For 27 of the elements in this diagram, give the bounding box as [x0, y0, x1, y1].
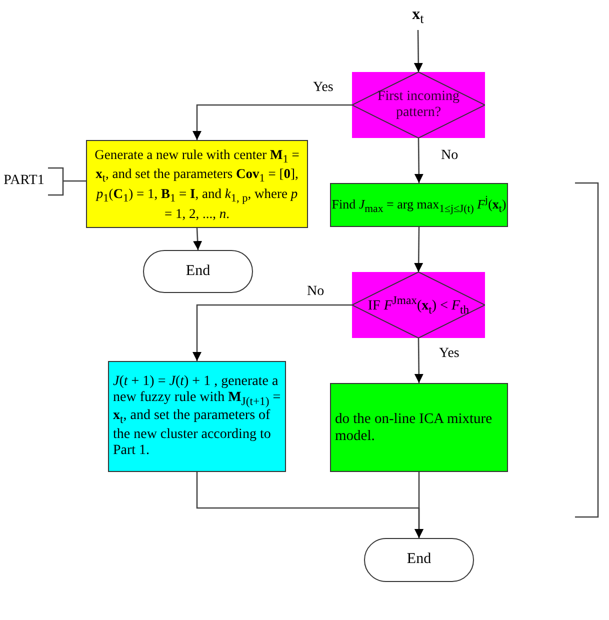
arrow [193, 228, 202, 250]
arrow [414, 30, 423, 72]
node-text: x$_{t}$ [412, 6, 424, 26]
arrow [192, 104, 352, 140]
node-text: IF F$^{Jmax}$(x$_{t}$) < F$_{th}$ [368, 294, 470, 316]
decision-diamond [352, 72, 485, 138]
node-text: End [186, 262, 210, 280]
node-text: J(t+ 1) = J(t) + 1 , generate a new fuzzy rule with M$_{J(t+1)}$ = x$_{t}$, and set the parameters of the new cluster according to Part 1. [113, 374, 281, 459]
node-text: First incoming pattern? [376, 88, 461, 122]
arrow [414, 338, 424, 383]
arrow [414, 138, 424, 183]
arrow [192, 304, 352, 361]
terminal-box [143, 250, 253, 293]
node-text: do the on-line ICA mixture model. [335, 410, 494, 444]
arrow [414, 227, 424, 272]
process-box [330, 383, 508, 472]
process-box [108, 361, 286, 472]
node-text: End [406, 551, 432, 569]
process-box [330, 183, 508, 227]
arrow [414, 472, 424, 538]
decision-diamond [352, 272, 485, 338]
process-box [86, 140, 308, 228]
bracket-line [47, 167, 87, 196]
node-text: PART1 [4, 172, 44, 190]
node-text: Generate a new rule with center M$_{1}$ = x$_{t}$, and set the parameters Cov$_{1}$ = [0], p$_{1}$(C$_{1}$) = 1, B$_{1}$ = I, and k$_{1, p}$, where p = 1, 2, ..., n. [94, 146, 300, 222]
terminal-box [364, 538, 474, 582]
node-text: Find J$_{max}$ = arg max$_{1≤j≤J(t)}$ F$^{j}$(x$_{t}$) [332, 194, 506, 216]
